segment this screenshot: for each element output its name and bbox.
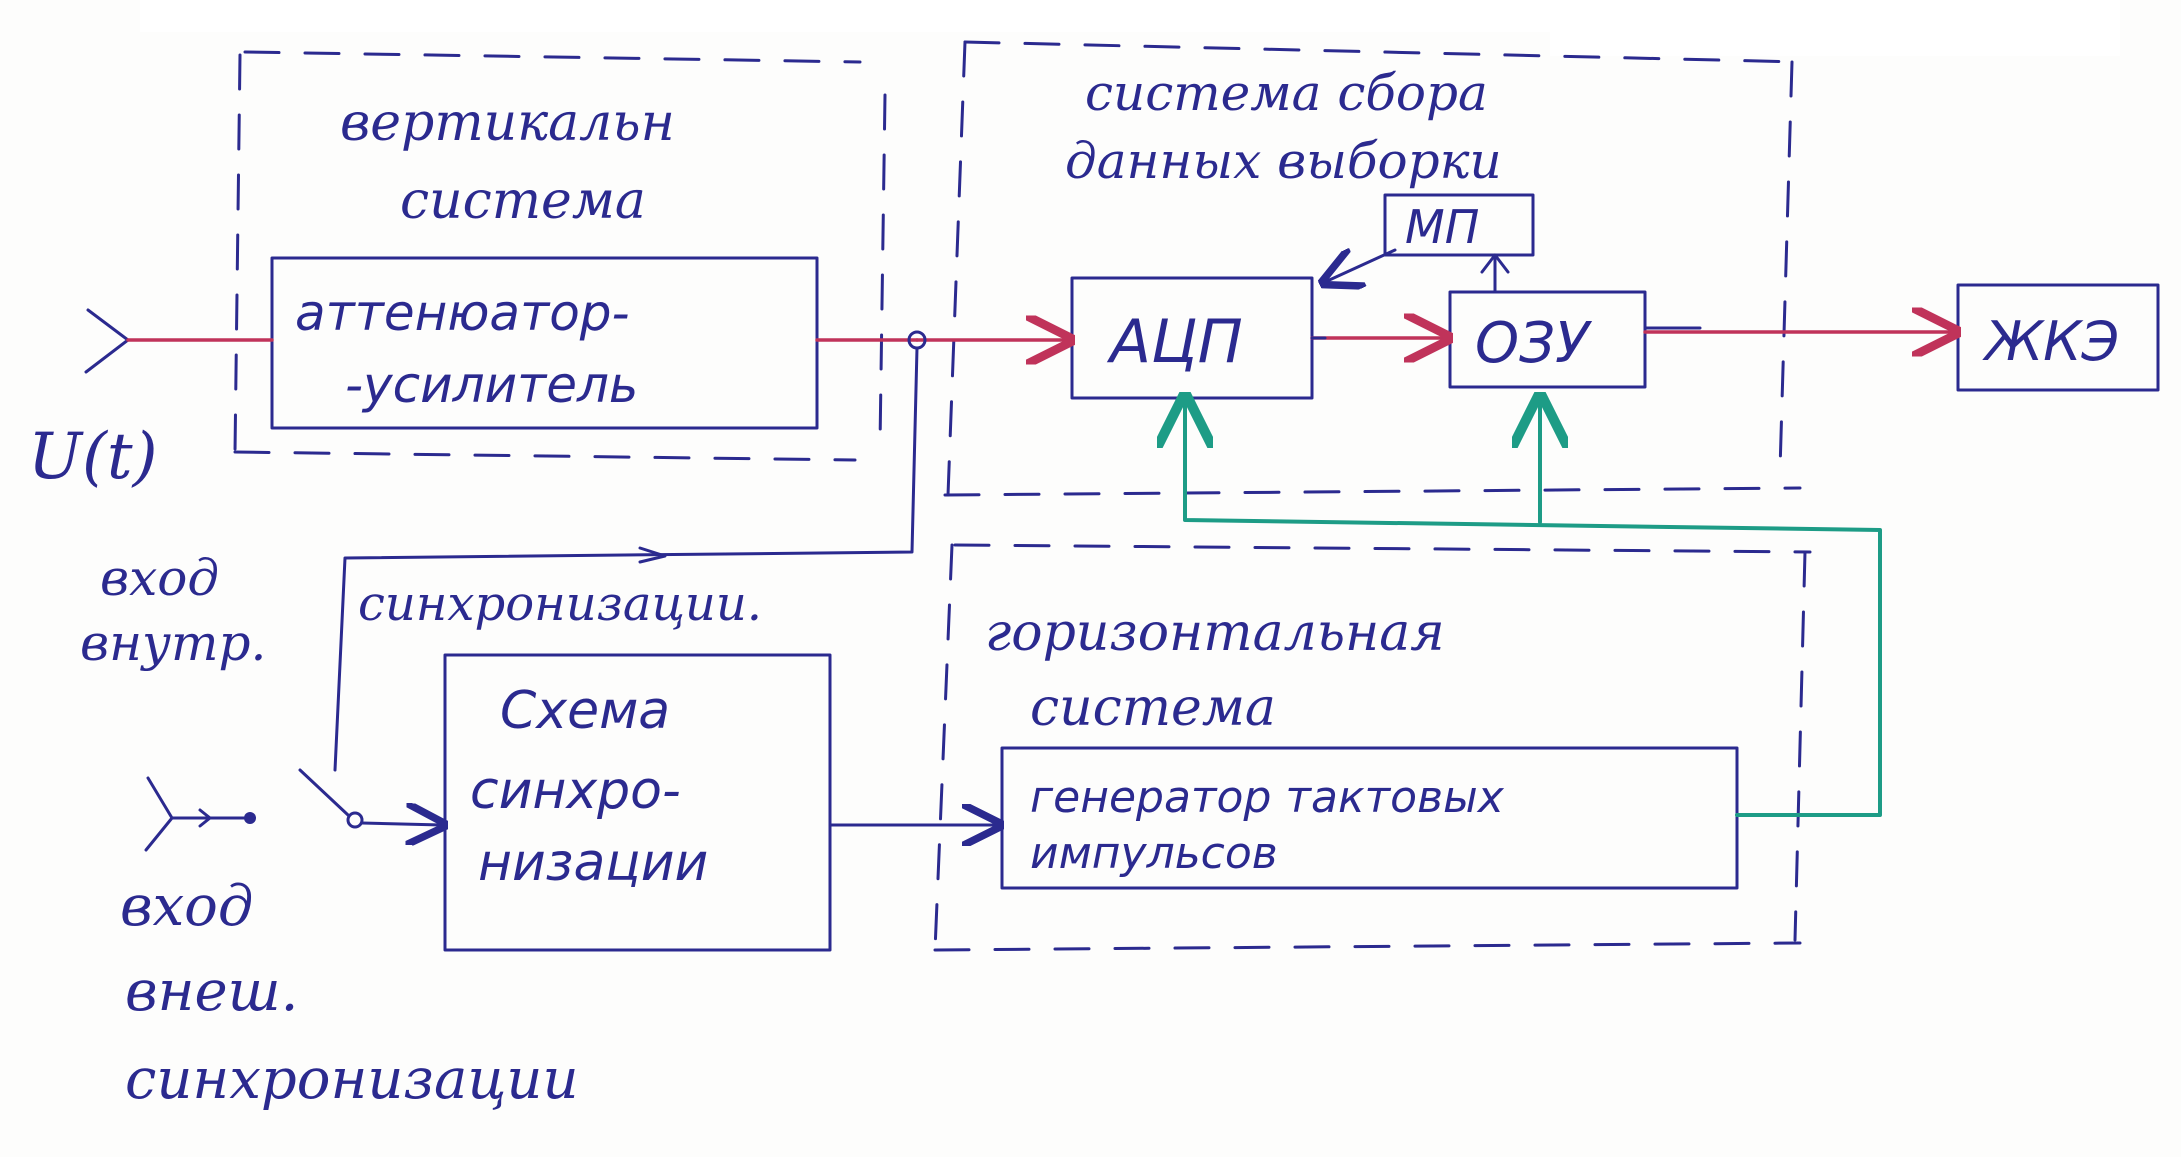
sync-scheme-label-1: Схема xyxy=(500,681,670,741)
adc-block: АЦП xyxy=(1070,276,1314,400)
acquisition-system-frame xyxy=(943,40,1802,497)
sync-scheme-label-3: низации xyxy=(478,833,708,893)
internal-sync-tap xyxy=(333,330,927,772)
external-input-label-2: внеш. xyxy=(125,959,298,1024)
vertical-system-title-2: система xyxy=(400,171,646,231)
clock-generator-block: генератор тактовых импульсов xyxy=(1000,746,1739,890)
input-connector-icon xyxy=(84,308,130,374)
internal-input-label-2: внутр. xyxy=(80,614,266,672)
external-connector-icon xyxy=(144,776,174,852)
horizontal-title-2: система xyxy=(1030,678,1276,738)
horizontal-system-frame xyxy=(933,543,1812,952)
attenuator-label-1: аттенюатор- xyxy=(295,284,630,342)
attenuator-amplifier-block: аттенюатор- -усилитель xyxy=(270,256,819,430)
clock-path xyxy=(1185,400,1882,817)
mp-connections xyxy=(1325,250,1510,294)
external-input-label-3: синхронизации xyxy=(125,1047,579,1112)
adc-label: АЦП xyxy=(1106,307,1243,377)
ram-label: ОЗУ xyxy=(1475,311,1593,376)
acquisition-title-1: система сбора xyxy=(1085,64,1488,122)
sync-scheme-block: Схема синхро- низации xyxy=(443,653,832,952)
horizontal-title-1: горизонтальная xyxy=(985,603,1445,663)
lcd-block: ЖКЭ xyxy=(1956,283,2160,392)
mp-block: МП xyxy=(1383,193,1535,257)
signal-path xyxy=(84,308,1954,374)
sync-line-label: синхронизации. xyxy=(358,576,762,632)
clock-generator-label-1: генератор тактовых xyxy=(1030,772,1505,823)
input-signal-label: U(t) xyxy=(28,420,158,494)
vertical-system-frame xyxy=(233,50,887,462)
sync-scheme-label-2: синхро- xyxy=(470,761,681,821)
external-input-label-1: вход xyxy=(120,874,253,939)
clock-generator-label-2: импульсов xyxy=(1030,828,1278,879)
lcd-label: ЖКЭ xyxy=(1982,310,2119,373)
mp-label: МП xyxy=(1405,200,1479,254)
vertical-system-title-1: вертикальн xyxy=(340,93,675,153)
paper-strip-right xyxy=(1550,20,2120,56)
ram-block: ОЗУ xyxy=(1448,290,1647,389)
acquisition-title-2: данных выборки xyxy=(1065,132,1502,190)
internal-input-label-1: вход xyxy=(100,549,219,607)
attenuator-label-2: -усилитель xyxy=(345,356,638,414)
sync-switch xyxy=(144,768,442,852)
